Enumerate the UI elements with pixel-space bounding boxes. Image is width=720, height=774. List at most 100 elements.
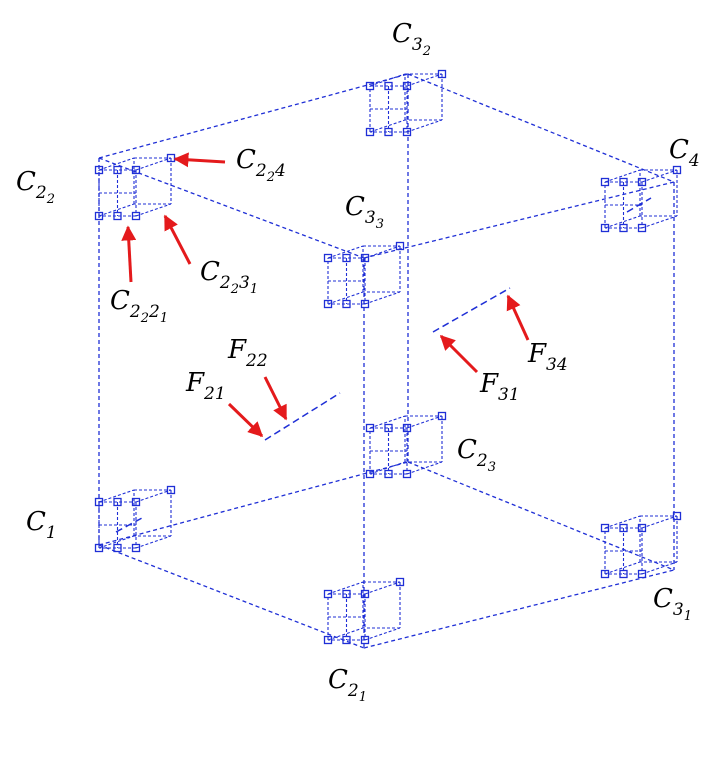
label-C2221: C2221 bbox=[110, 286, 168, 326]
sub-cube-edge bbox=[369, 461, 406, 475]
sub-cube-node bbox=[360, 299, 370, 309]
sub-cube-node bbox=[619, 223, 628, 233]
sub-cube-node bbox=[619, 523, 628, 533]
sub-cube-edge bbox=[406, 461, 443, 475]
sub-cube-edge bbox=[327, 581, 364, 595]
sub-cube-node bbox=[384, 469, 393, 479]
sub-cube-node bbox=[395, 241, 405, 251]
sub-cube-node bbox=[402, 81, 412, 91]
sub-cube-edge bbox=[604, 215, 641, 229]
label-C31: C31 bbox=[653, 584, 692, 624]
sub-cube-edge bbox=[135, 203, 172, 217]
sub-cube-node bbox=[342, 253, 351, 263]
sub-cube-node bbox=[94, 211, 104, 221]
sub-cube-node bbox=[619, 177, 628, 187]
sub-cube-node bbox=[384, 423, 393, 433]
label-C23: C23 bbox=[457, 435, 496, 475]
sub-cube-edge bbox=[364, 291, 401, 305]
sub-cube-node bbox=[600, 523, 610, 533]
sub-cube-edge bbox=[369, 415, 406, 429]
face-segment-right-corner bbox=[626, 197, 652, 213]
sub-cube-edge bbox=[135, 489, 172, 503]
cube-edge bbox=[98, 461, 409, 546]
sub-cube-node bbox=[113, 497, 122, 507]
cube-edge bbox=[407, 461, 675, 571]
arrow-C224 bbox=[173, 152, 226, 168]
label-C4: C4 bbox=[669, 135, 700, 171]
sub-cube-node bbox=[365, 469, 375, 479]
cube-edge bbox=[98, 544, 365, 649]
sub-cube-node bbox=[342, 299, 351, 309]
label-F22: F22 bbox=[227, 335, 268, 371]
sub-cube-edge bbox=[369, 119, 406, 133]
sub-cube-node bbox=[131, 165, 141, 175]
arrow-C2221 bbox=[121, 225, 137, 283]
sub-cube-node bbox=[365, 81, 375, 91]
sub-cube-node bbox=[600, 569, 610, 579]
sub-cube-node bbox=[384, 127, 393, 137]
sub-cube-node bbox=[402, 423, 412, 433]
label-C1: C1 bbox=[26, 507, 57, 543]
sub-cube-edge bbox=[406, 415, 443, 429]
sub-cube-edge bbox=[135, 157, 172, 171]
sub-cube-node bbox=[402, 127, 412, 137]
sub-cube-node bbox=[94, 543, 104, 553]
sub-cube-node bbox=[619, 569, 628, 579]
sub-cube-edge bbox=[604, 561, 641, 575]
sub-cube-node bbox=[600, 177, 610, 187]
label-C2231: C2231 bbox=[200, 257, 258, 297]
sub-cube-node bbox=[131, 497, 141, 507]
sub-cube-node bbox=[166, 485, 176, 495]
sub-cube-node bbox=[323, 589, 333, 599]
label-F21: F21 bbox=[185, 368, 226, 404]
cube-edge bbox=[363, 569, 675, 649]
face-segment-F21 bbox=[264, 392, 341, 441]
sub-cube-node bbox=[637, 177, 647, 187]
sub-cube-edge bbox=[98, 489, 135, 503]
sub-cube-edge bbox=[406, 119, 443, 133]
sub-cube-edge bbox=[641, 561, 678, 575]
sub-cube-node bbox=[384, 81, 393, 91]
sub-cube-edge bbox=[327, 627, 364, 641]
sub-cube-edge bbox=[604, 169, 641, 183]
label-C21: C21 bbox=[328, 665, 367, 705]
arrow-F31 bbox=[439, 334, 479, 374]
sub-cube-edge bbox=[364, 581, 401, 595]
sub-cube-node bbox=[94, 497, 104, 507]
sub-cube-node bbox=[637, 523, 647, 533]
arrows bbox=[121, 152, 530, 438]
sub-cube-node bbox=[437, 69, 447, 79]
sub-cube-node bbox=[395, 577, 405, 587]
arrow-F22 bbox=[263, 376, 288, 421]
sub-cube-edge bbox=[327, 291, 364, 305]
sub-cube-edge bbox=[327, 245, 364, 259]
sub-cube-node bbox=[672, 511, 682, 521]
sub-cube-edge bbox=[364, 627, 401, 641]
label-C33: C33 bbox=[345, 192, 384, 232]
sub-cube-edge bbox=[364, 245, 401, 259]
face-segments bbox=[115, 197, 652, 533]
cube-edge bbox=[98, 157, 365, 259]
sub-cube-node bbox=[113, 165, 122, 175]
sub-cube-edge bbox=[406, 73, 443, 87]
cube-edge bbox=[98, 73, 409, 159]
sub-cube-node bbox=[323, 635, 333, 645]
label-F31: F31 bbox=[479, 369, 520, 405]
sub-cube-node bbox=[131, 211, 141, 221]
sub-cube-node bbox=[360, 253, 370, 263]
sub-cube-node bbox=[600, 223, 610, 233]
sub-cube-node bbox=[360, 589, 370, 599]
label-C224: C224 bbox=[236, 145, 286, 185]
sub-cube-edge bbox=[604, 515, 641, 529]
sub-cube-edge bbox=[98, 535, 135, 549]
sub-cube-node bbox=[365, 127, 375, 137]
sub-cube-node bbox=[342, 589, 351, 599]
label-C32: C32 bbox=[392, 19, 431, 59]
sub-cube-node bbox=[402, 469, 412, 479]
sub-cube-edge bbox=[369, 73, 406, 87]
face-segment-F31 bbox=[432, 287, 511, 333]
arrow-F21 bbox=[227, 402, 264, 438]
sub-cube-node bbox=[342, 635, 351, 645]
cube-edge bbox=[407, 73, 675, 183]
sub-cube-edge bbox=[98, 157, 135, 171]
